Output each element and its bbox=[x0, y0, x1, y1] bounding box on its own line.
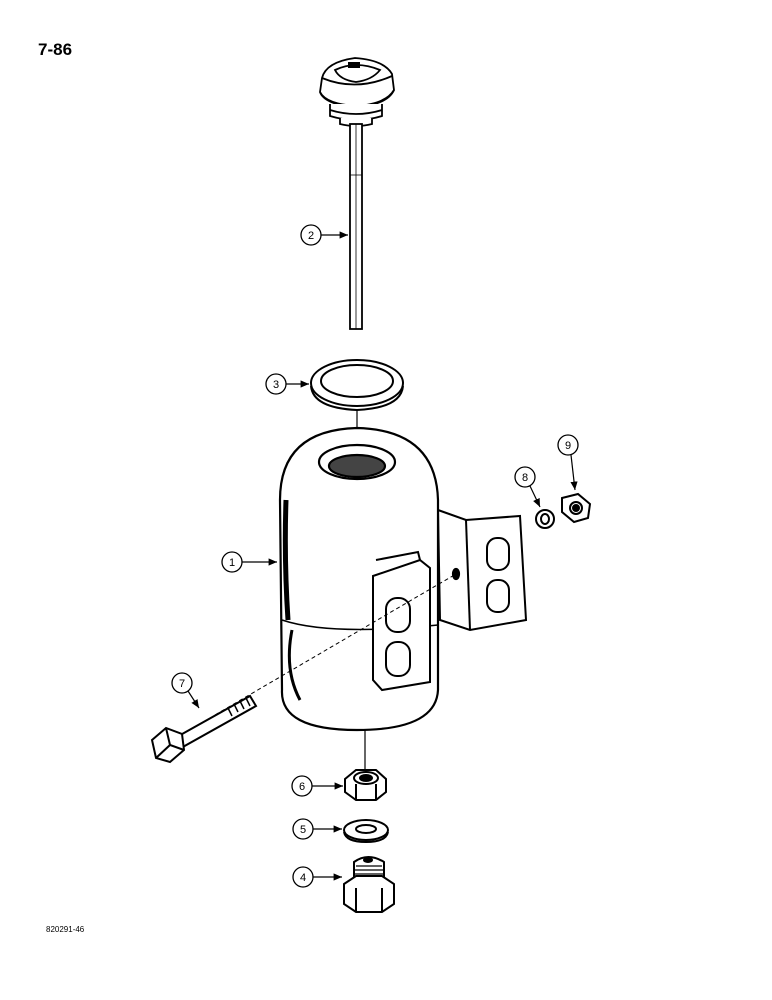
svg-text:3: 3 bbox=[273, 379, 279, 391]
svg-text:7: 7 bbox=[179, 678, 185, 690]
callout-9: 9 bbox=[557, 434, 579, 491]
dipstick-cap-assembly bbox=[319, 57, 395, 330]
bolt-centerline bbox=[214, 573, 457, 716]
callout-1: 1 bbox=[221, 551, 277, 573]
svg-text:9: 9 bbox=[565, 440, 571, 452]
svg-text:6: 6 bbox=[299, 781, 305, 793]
lock-washer bbox=[535, 509, 555, 529]
callout-6: 6 bbox=[291, 775, 343, 797]
callout-7: 7 bbox=[171, 672, 200, 709]
fitting-4 bbox=[343, 856, 395, 913]
callout-4: 4 bbox=[292, 866, 342, 888]
callout-2: 2 bbox=[300, 224, 348, 246]
washer-5 bbox=[343, 819, 389, 844]
figure-code: 820291-46 bbox=[46, 925, 85, 934]
svg-text:5: 5 bbox=[300, 824, 306, 836]
bolt bbox=[150, 694, 258, 764]
callout-8: 8 bbox=[514, 466, 541, 508]
svg-text:4: 4 bbox=[300, 872, 306, 884]
callout-5: 5 bbox=[292, 818, 342, 840]
front-bracket bbox=[372, 550, 431, 692]
nut-9 bbox=[561, 492, 592, 524]
page-number: 7-86 bbox=[38, 40, 73, 59]
seal-ring bbox=[310, 359, 404, 412]
svg-text:1: 1 bbox=[229, 557, 235, 569]
mounting-bracket bbox=[436, 508, 528, 632]
nut-6 bbox=[344, 769, 387, 801]
svg-text:8: 8 bbox=[522, 472, 528, 484]
reservoir-tank bbox=[278, 426, 461, 732]
callout-3: 3 bbox=[265, 373, 309, 395]
svg-text:2: 2 bbox=[308, 230, 314, 242]
